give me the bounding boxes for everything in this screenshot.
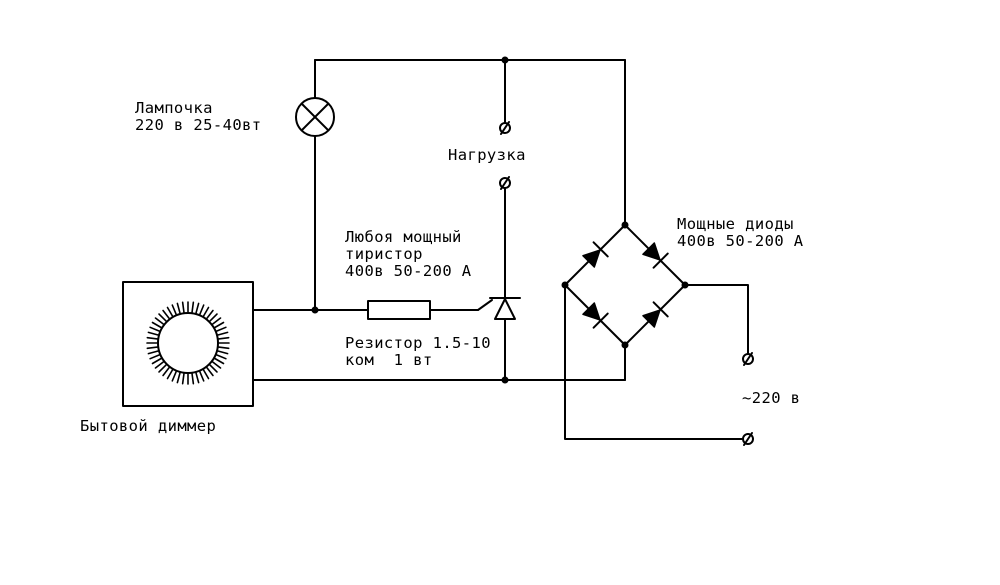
dimmer-knob-tick	[211, 317, 222, 325]
dimmer-knob-tick	[162, 366, 170, 377]
lamp-symbol	[295, 97, 335, 137]
dimmer-knob	[146, 301, 230, 385]
dimmer-knob-tick	[176, 372, 181, 384]
dimmer-knob-tick	[147, 350, 159, 355]
lamp-label-line1: Лампочка	[135, 99, 213, 117]
diode-symbol	[642, 242, 669, 269]
dimmer-knob-tick	[209, 313, 218, 322]
dimmer-knob-tick	[215, 326, 227, 332]
dimmer-knob-tick	[206, 309, 214, 320]
dimmer-knob-tick	[146, 346, 159, 350]
thyristor-symbol	[489, 297, 521, 381]
dimmer-knob-tick	[214, 357, 225, 365]
dimmer-knob-tick	[154, 317, 165, 325]
dimmer-knob-tick	[217, 336, 230, 340]
dimmer-knob-tick	[151, 321, 162, 329]
dimmer-knob-tick	[206, 366, 214, 377]
dimmer-knob-tick	[199, 370, 205, 382]
dimmer-knob-tick	[171, 304, 177, 316]
dimmer-knob-tick	[217, 331, 229, 336]
load-terminal-upper	[499, 121, 511, 135]
mains-terminal-upper	[742, 352, 754, 366]
load-label: Нагрузка	[448, 146, 526, 164]
dimmer-knob-tick	[162, 309, 170, 320]
mains-terminal-lower	[742, 432, 754, 446]
lamp-label-line2: 220 в 25-40вт	[135, 116, 262, 134]
thyristor-label-line3: 400в 50-200 А	[345, 262, 472, 280]
wire-gate-lead	[477, 299, 493, 311]
mains-label: ~220 в	[742, 389, 801, 407]
dimmer-knob-tick	[146, 336, 159, 340]
thyristor-label-line2: тиристор	[345, 245, 423, 263]
resistor-label-line1: Резистор 1.5-10	[345, 334, 491, 352]
dimmer-knob-tick	[149, 354, 161, 360]
diode-symbol	[582, 302, 609, 329]
dimmer-knob-tick	[181, 372, 185, 385]
dimmer-knob-tick	[202, 306, 210, 317]
dimmer-knob-tick	[214, 321, 225, 329]
dimmer-knob-tick	[158, 364, 167, 373]
dimmer-knob-tick	[149, 326, 161, 332]
dimmer-knob-tick	[166, 369, 174, 380]
dimmer-knob-tick	[191, 301, 195, 314]
diode-symbol	[582, 241, 609, 268]
dimmer-knob-tick	[195, 302, 200, 314]
junction-dot-cathode	[501, 376, 509, 384]
dimmer-knob-tick	[199, 304, 205, 316]
dimmer-knob-tick	[209, 364, 218, 373]
dimmer-label: Бытовой диммер	[80, 417, 217, 435]
dimmer-knob-tick	[171, 370, 177, 382]
dimmer-knob-tick	[191, 372, 195, 385]
dimmer-knob-tick	[202, 369, 210, 380]
dimmer-knob-tick	[151, 357, 162, 365]
dimmer-box	[122, 281, 254, 407]
dimmer-knob-tick	[217, 346, 230, 350]
load-terminal-lower	[499, 176, 511, 190]
dimmer-knob-tick	[158, 313, 167, 322]
resistor-label-line2: ком 1 вт	[345, 351, 433, 369]
wire-mains-left	[564, 284, 743, 440]
dimmer-knob-tick	[181, 301, 185, 314]
diode-symbol	[642, 301, 669, 328]
thyristor-label-line1: Любоя мощный	[345, 228, 462, 246]
diode-bridge	[561, 221, 689, 349]
dimmer-knob-tick	[176, 302, 181, 314]
resistor-symbol	[367, 300, 431, 320]
dimmer-knob-tick	[195, 372, 200, 384]
dimmer-knob-tick	[154, 361, 165, 369]
dimmer-knob-tick	[166, 306, 174, 317]
junction-dot-lamp	[311, 306, 319, 314]
diodes-label-line1: Мощные диоды	[677, 215, 794, 233]
dimmer-knob-tick	[147, 331, 159, 336]
diodes-label-line2: 400в 50-200 А	[677, 232, 804, 250]
dimmer-knob-tick	[217, 350, 229, 355]
wire-mains-right	[684, 284, 749, 354]
dimmer-knob-tick	[215, 354, 227, 360]
dimmer-knob-tick	[211, 361, 222, 369]
